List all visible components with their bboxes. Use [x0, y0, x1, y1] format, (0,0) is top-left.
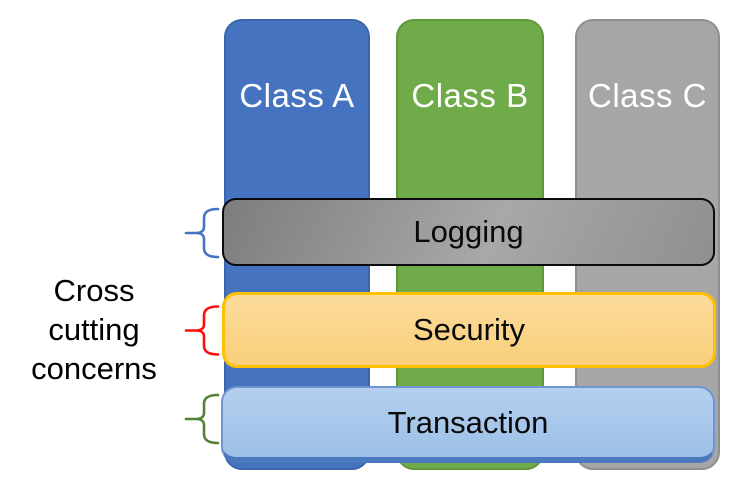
class-b-label: Class B: [411, 77, 529, 114]
cross-label-line-1: Cross: [53, 273, 135, 308]
logging-brace-icon: [184, 206, 220, 260]
logging-label: Logging: [413, 214, 524, 249]
left-curly-brace-icon: [184, 393, 220, 445]
left-curly-brace-icon: [184, 305, 220, 356]
security-brace-icon: [184, 302, 220, 359]
class-c-label: Class C: [587, 77, 708, 114]
logging-bar: Logging: [222, 198, 715, 266]
security-bar: Security: [222, 292, 716, 368]
transaction-label: Transaction: [387, 404, 549, 440]
class-a-label: Class A: [239, 77, 355, 114]
left-curly-brace-icon: [184, 207, 220, 259]
cross-label-line-2: cutting: [48, 312, 140, 347]
cross-cutting-label: Cross cutting concerns: [2, 271, 186, 388]
cross-label-line-3: concerns: [31, 351, 157, 386]
transaction-bar: Transaction: [221, 386, 715, 463]
security-label: Security: [413, 312, 525, 347]
transaction-brace-icon: [184, 392, 220, 446]
